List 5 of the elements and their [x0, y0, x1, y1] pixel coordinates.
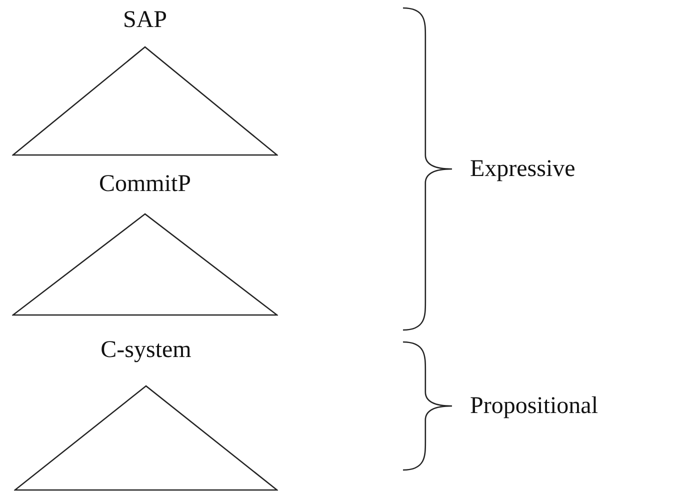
node-label: CommitP: [98, 170, 192, 198]
node-label: SAP: [122, 6, 168, 34]
brace-label: Expressive: [470, 155, 576, 183]
brace-label: Propositional: [470, 392, 598, 420]
node-label: C-system: [100, 336, 192, 364]
